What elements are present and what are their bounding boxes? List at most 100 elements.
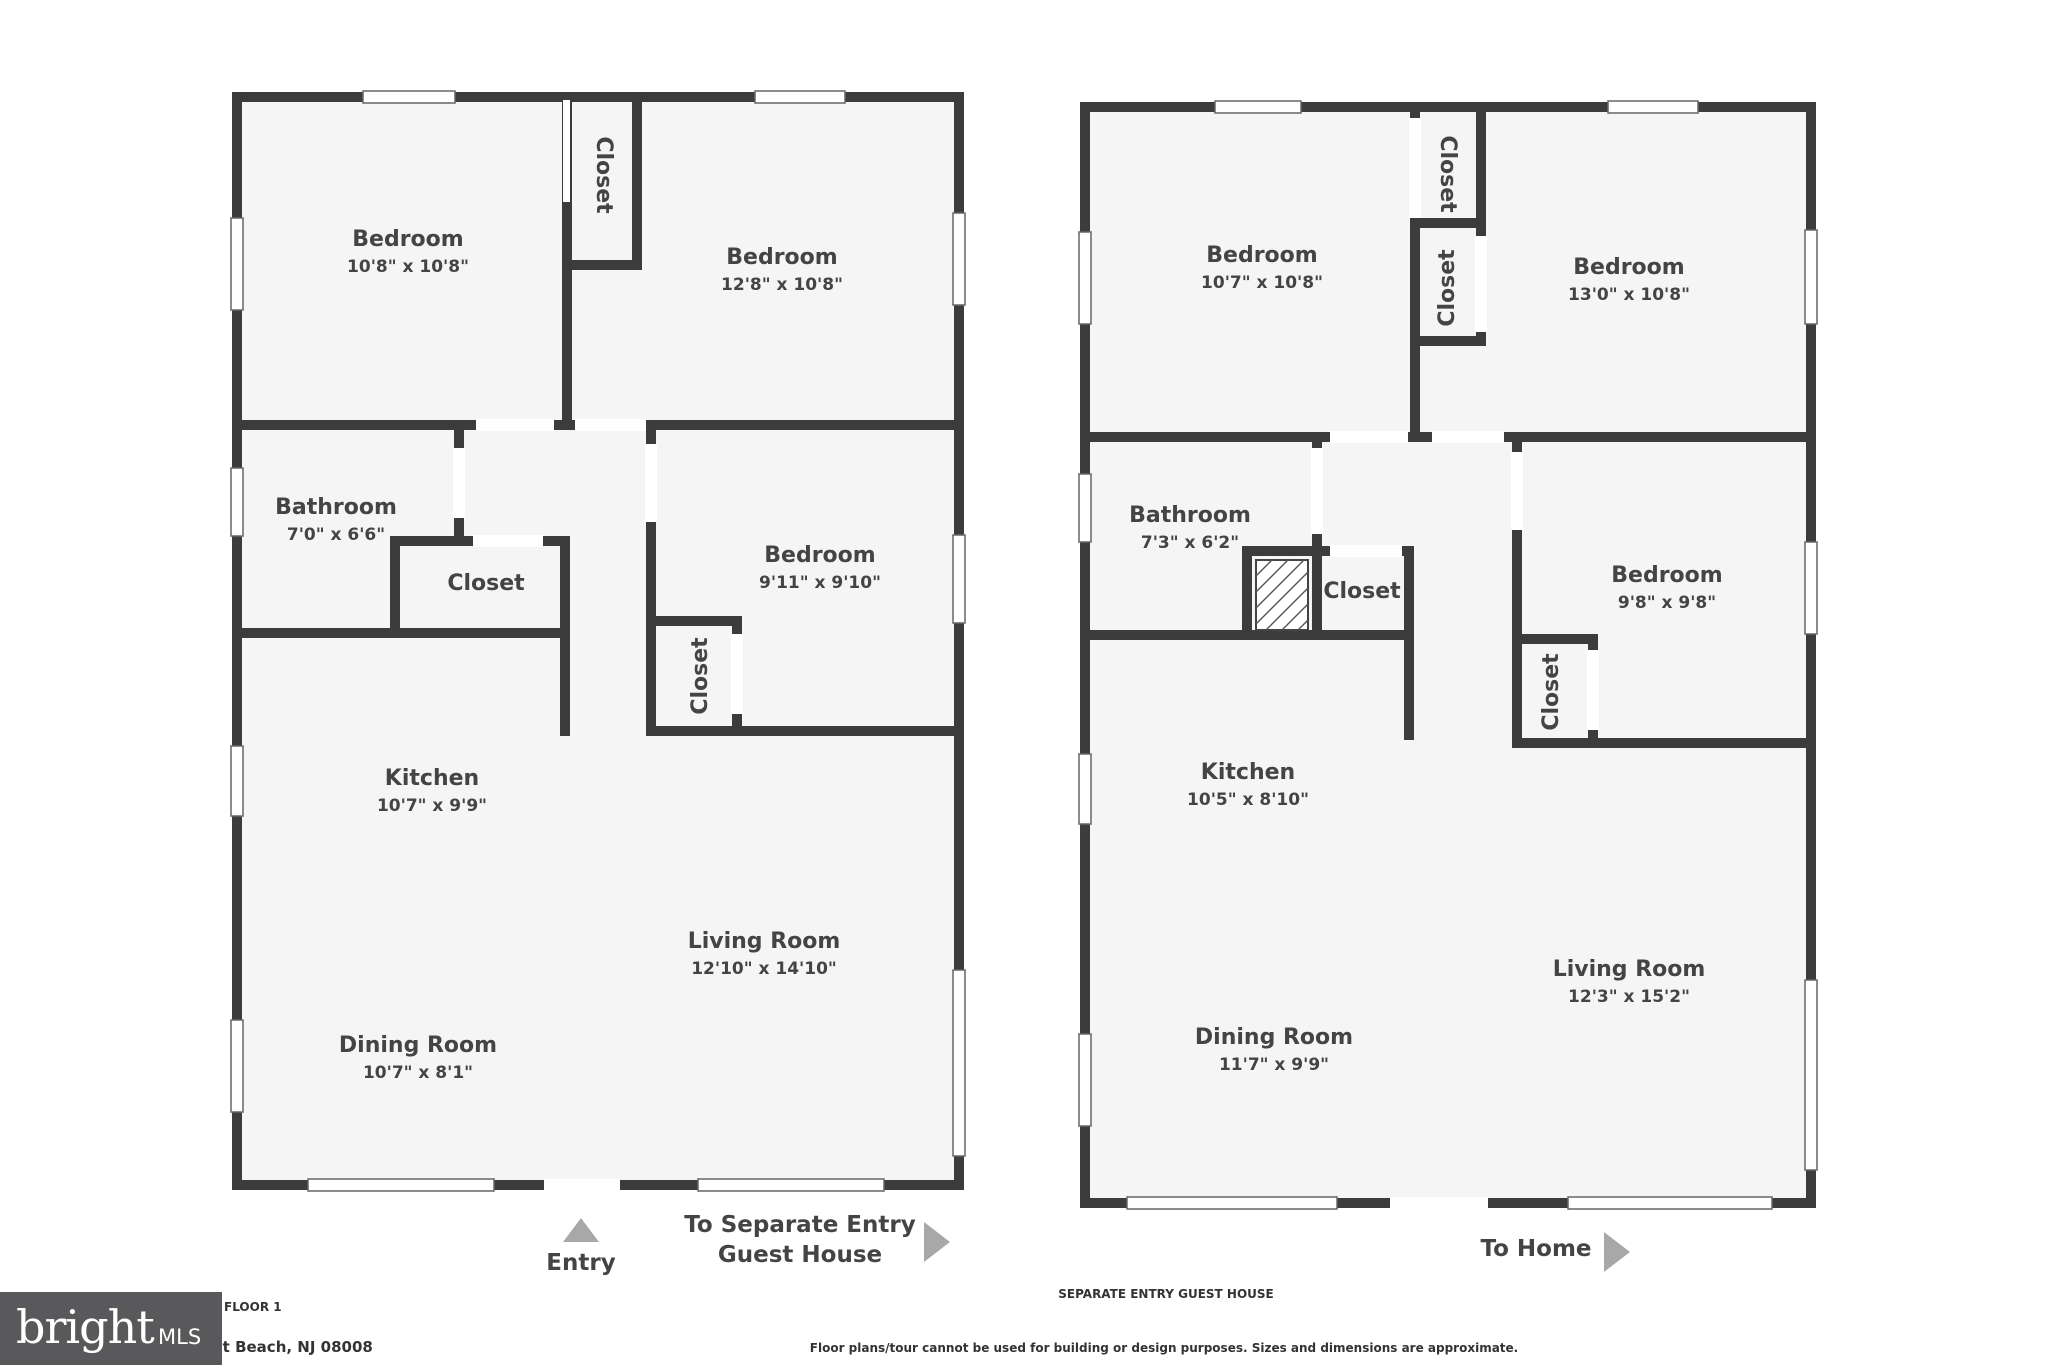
wall	[1512, 738, 1816, 748]
guest-house-link-line1[interactable]: To Separate Entry	[684, 1212, 915, 1238]
window	[1804, 541, 1818, 635]
window	[1078, 1033, 1092, 1127]
room-name: Dining Room	[1195, 1025, 1353, 1050]
window	[952, 212, 966, 306]
wall	[632, 92, 642, 270]
door	[731, 634, 743, 714]
closet-label: Closet	[1539, 653, 1564, 731]
closet-label: Closet	[447, 571, 525, 596]
wall	[1242, 546, 1414, 556]
wall	[1080, 102, 1090, 1208]
wall	[1080, 102, 1816, 112]
room-dimensions: 11'7" x 9'9"	[1219, 1055, 1329, 1075]
door	[476, 419, 554, 431]
door	[473, 535, 543, 547]
arrow-right-icon[interactable]	[924, 1222, 950, 1262]
guest-house-plan: Bedroom 10'7" x 10'8" Bedroom 13'0" x 10…	[1078, 100, 1818, 1272]
entry-arrow-icon	[563, 1218, 599, 1242]
floor-1-caption: FLOOR 1	[224, 1300, 282, 1314]
closet-label: Closet	[591, 136, 616, 214]
entry-label: Entry	[546, 1250, 615, 1276]
arrow-right-icon[interactable]	[1604, 1232, 1630, 1272]
door	[453, 448, 465, 518]
door	[563, 100, 570, 202]
room-name: Dining Room	[339, 1033, 497, 1058]
guest-house-area	[1080, 102, 1816, 1208]
door	[1330, 431, 1408, 443]
window	[952, 534, 966, 624]
wall	[562, 92, 572, 424]
guest-house-caption: SEPARATE ENTRY GUEST HOUSE	[1058, 1287, 1273, 1301]
door	[1311, 448, 1323, 534]
entry-door	[544, 1179, 620, 1191]
guest-house-link-line2[interactable]: Guest House	[718, 1242, 882, 1268]
wall	[232, 92, 242, 1190]
window	[697, 1178, 885, 1192]
window	[230, 217, 244, 311]
wall	[1410, 102, 1420, 442]
room-name: Bedroom	[1611, 563, 1722, 588]
wall	[646, 726, 964, 736]
window	[362, 90, 456, 104]
wall	[1242, 546, 1252, 640]
logo-suffix-text: MLS	[158, 1325, 202, 1349]
window	[1804, 979, 1818, 1171]
window	[230, 467, 244, 537]
wall	[1512, 634, 1598, 644]
hatch-lines	[1255, 559, 1309, 631]
room-dimensions: 7'3" x 6'2"	[1141, 533, 1239, 553]
window	[754, 90, 846, 104]
room-name: Bedroom	[1206, 243, 1317, 268]
window	[1567, 1196, 1773, 1210]
room-name: Bathroom	[1129, 503, 1251, 528]
wall	[954, 92, 964, 1190]
room-dimensions: 7'0" x 6'6"	[287, 525, 385, 545]
window	[1078, 473, 1092, 543]
window	[1214, 100, 1302, 114]
room-name: Bedroom	[352, 227, 463, 252]
window	[230, 745, 244, 817]
closet-label: Closet	[688, 637, 713, 715]
room-dimensions: 12'3" x 15'2"	[1568, 987, 1690, 1007]
closet-label: Closet	[1323, 579, 1401, 604]
room-dimensions: 13'0" x 10'8"	[1568, 285, 1690, 305]
closet-label: Closet	[1435, 135, 1460, 213]
door	[1475, 236, 1487, 332]
home-link[interactable]: To Home	[1480, 1236, 1591, 1262]
floor-1-plan: Bedroom 10'8" x 10'8" Bedroom 12'8" x 10…	[230, 90, 966, 1276]
room-name: Kitchen	[385, 766, 479, 791]
room-name: Living Room	[688, 929, 841, 954]
door	[1409, 118, 1421, 218]
room-dimensions: 10'7" x 8'1"	[363, 1063, 473, 1083]
window	[230, 1019, 244, 1113]
bright-mls-logo: bright MLS	[0, 1292, 222, 1365]
room-name: Living Room	[1553, 957, 1706, 982]
door	[1330, 545, 1402, 557]
wall	[390, 536, 400, 636]
room-dimensions: 9'8" x 9'8"	[1618, 593, 1716, 613]
room-name: Bedroom	[764, 543, 875, 568]
closet-label: Closet	[1435, 249, 1460, 327]
wall	[1512, 432, 1522, 748]
door	[1511, 452, 1523, 530]
wall	[562, 260, 642, 270]
wall	[1410, 218, 1486, 228]
room-dimensions: 10'8" x 10'8"	[347, 257, 469, 277]
wall	[646, 616, 742, 626]
door	[645, 444, 657, 522]
window	[1078, 231, 1092, 325]
address: nt Beach, NJ 08008	[212, 1338, 373, 1356]
room-dimensions: 12'8" x 10'8"	[721, 275, 843, 295]
floor-1-area	[232, 92, 964, 1190]
wall	[646, 420, 656, 736]
room-dimensions: 10'5" x 8'10"	[1187, 790, 1309, 810]
door	[575, 419, 647, 431]
room-dimensions: 9'11" x 9'10"	[759, 573, 881, 593]
door	[1390, 1197, 1488, 1209]
room-name: Bedroom	[1573, 255, 1684, 280]
room-dimensions: 10'7" x 10'8"	[1201, 273, 1323, 293]
window	[307, 1178, 495, 1192]
window	[1126, 1196, 1338, 1210]
door	[1587, 650, 1599, 730]
